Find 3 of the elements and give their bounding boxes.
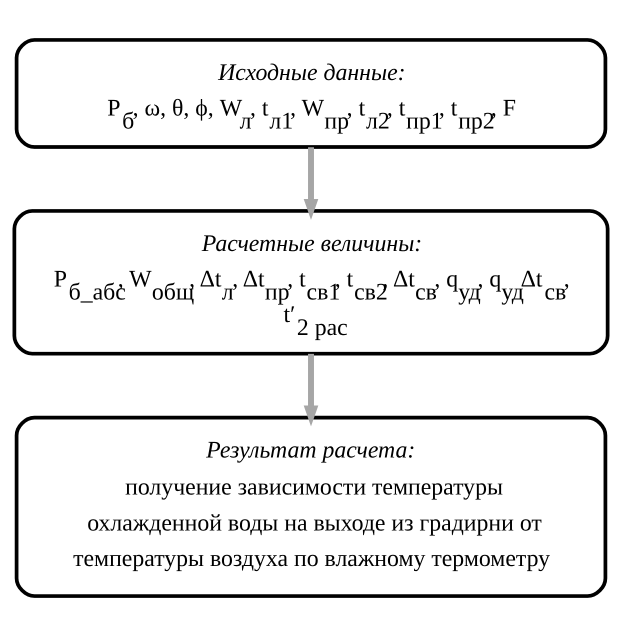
node-box: Результат расчета: получение зависимости температуры охлажденной воды на выходе из градирни от температуры воздуха по влажному термометру: [14, 415, 608, 598]
arrow: [304, 353, 318, 426]
arrow: [304, 146, 318, 220]
